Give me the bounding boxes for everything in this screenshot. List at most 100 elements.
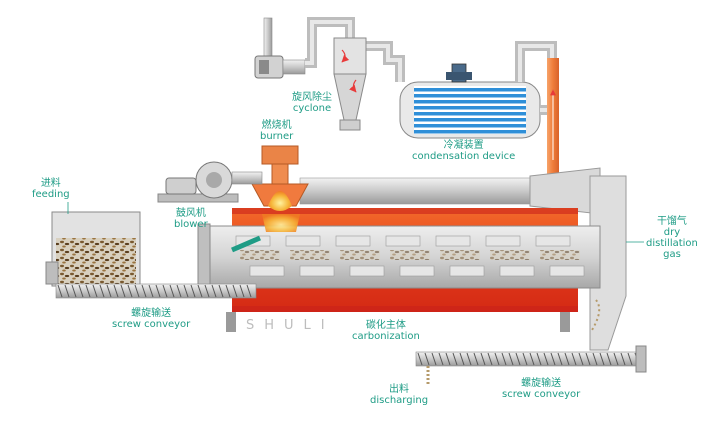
screw-flight: [599, 352, 605, 366]
screw-flight: [571, 352, 577, 366]
screw-flight: [232, 284, 238, 298]
screw-flight: [438, 352, 444, 366]
drum-flight: [349, 265, 385, 277]
screw-flight: [211, 284, 217, 298]
drum-flight: [449, 265, 485, 277]
drum-flight: [549, 265, 585, 277]
screw-flight: [522, 352, 528, 366]
screw-flight: [71, 284, 77, 298]
screw-flight: [515, 352, 521, 366]
screw-flight: [106, 284, 112, 298]
drum-flight: [385, 235, 421, 247]
screw-flight: [183, 284, 189, 298]
condenser-tube: [414, 94, 526, 98]
drum-flight: [499, 265, 535, 277]
screw-flight: [92, 284, 98, 298]
condenser-tube: [414, 88, 526, 92]
label-leader-lines: [67, 202, 644, 243]
discharge-screw-conveyor: [415, 345, 647, 384]
condenser-tube: [414, 112, 526, 116]
screw-flight: [169, 284, 175, 298]
screw-flight: [452, 352, 458, 366]
burner-label: 燃烧机 burner: [260, 120, 294, 142]
screw-flight: [162, 284, 168, 298]
screw-flight: [578, 352, 584, 366]
screw-flight: [204, 284, 210, 298]
drum-material: [240, 250, 280, 260]
screw-flight: [466, 352, 472, 366]
feeding-label: 进料 feeding: [32, 178, 70, 200]
support-legs: [226, 312, 570, 332]
drum-material: [290, 250, 330, 260]
screw-flight: [592, 352, 598, 366]
screw-flight: [57, 284, 63, 298]
drum-flight: [399, 265, 435, 277]
screw-flight: [64, 284, 70, 298]
screw-flight: [176, 284, 182, 298]
screw-flight: [239, 284, 245, 298]
screw-flight: [606, 352, 612, 366]
condenser-tube: [414, 124, 526, 128]
screw-flight: [501, 352, 507, 366]
screw-flight: [480, 352, 486, 366]
screw-flight: [424, 352, 430, 366]
drum-flight: [285, 235, 321, 247]
screw-flight: [141, 284, 147, 298]
screw-flight: [536, 352, 542, 366]
screw-flight: [113, 284, 119, 298]
feed-hopper: [45, 211, 141, 287]
screw-flight: [148, 284, 154, 298]
drum-flight: [335, 235, 371, 247]
drum-flight: [485, 235, 521, 247]
screw-conveyor-left-label: 螺旋输送 screw conveyor: [112, 308, 191, 330]
screw-flight: [246, 284, 252, 298]
screw-flight: [459, 352, 465, 366]
screw-flight: [218, 284, 224, 298]
screw-flight: [473, 352, 479, 366]
screw-flight: [190, 284, 196, 298]
carbonization-label: 碳化主体 carbonization: [352, 320, 420, 342]
return-duct: [299, 167, 601, 215]
screw-flight: [508, 352, 514, 366]
screw-flight: [78, 284, 84, 298]
screw-flight: [197, 284, 203, 298]
screw-flight: [543, 352, 549, 366]
condensation-device-label: 冷凝装置 condensation device: [412, 140, 516, 162]
induced-fan: [254, 17, 306, 79]
screw-flight: [417, 352, 423, 366]
screw-flight: [445, 352, 451, 366]
screw-flight: [127, 284, 133, 298]
screw-flight: [431, 352, 437, 366]
watermark: SHULI: [246, 318, 335, 333]
dry-distillation-gas-label: 干馏气 dry distillation gas: [646, 216, 698, 260]
rotating-drum: [197, 223, 601, 291]
screw-flight: [620, 352, 626, 366]
condenser-tube: [414, 130, 526, 134]
screw-flight: [134, 284, 140, 298]
screw-flight: [85, 284, 91, 298]
blower-label: 鼓风机 blower: [174, 208, 208, 230]
drum-flight: [435, 235, 471, 247]
screw-flight: [225, 284, 231, 298]
condenser-tube: [414, 106, 526, 110]
left-screw-conveyor: [55, 283, 257, 299]
drum-material: [390, 250, 430, 260]
drum-material: [440, 250, 480, 260]
screw-flight: [564, 352, 570, 366]
screw-flight: [550, 352, 556, 366]
burner: [251, 145, 309, 232]
screw-flight: [99, 284, 105, 298]
condensation-device: [399, 41, 557, 139]
drum-material: [540, 250, 580, 260]
drum-flight: [299, 265, 335, 277]
discharging-label: 出料 discharging: [370, 384, 429, 406]
screw-flight: [487, 352, 493, 366]
screw-flight: [155, 284, 161, 298]
condenser-tube: [414, 100, 526, 104]
gas-shroud: [589, 175, 627, 351]
screw-flight: [557, 352, 563, 366]
cyclone-separator: [333, 37, 367, 131]
screw-flight: [627, 352, 633, 366]
blower-unit: [157, 161, 263, 203]
